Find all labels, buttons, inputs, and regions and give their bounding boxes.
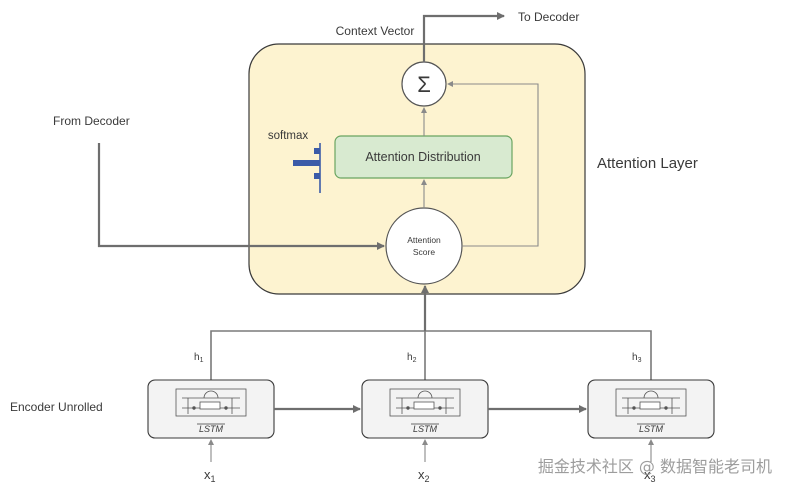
from-decoder-arrow [97,143,385,250]
lstm-schematic-icon [175,388,247,417]
lstm-label-3: LSTM [639,424,664,434]
attention-score-node: Attention Score [385,207,463,285]
context-vector-label: Context Vector [336,24,415,38]
score-to-sum-loop-arrow [447,81,539,247]
lstm-label-2: LSTM [413,424,438,434]
attention-score-label-line2: Score [413,247,435,257]
lstm-label-1: LSTM [199,424,224,434]
input-label-1: x1 [204,467,216,484]
sum-node: Σ [401,61,447,107]
sum-symbol: Σ [417,72,431,97]
hidden-state-label-1: h1 [194,352,204,364]
encoder-unrolled-label: Encoder Unrolled [10,400,103,414]
lstm-schematic-icon [389,388,461,417]
lstm-cell-1: LSTM [147,379,275,439]
lstm-cell-3: LSTM [587,379,715,439]
softmax-label: softmax [268,130,309,142]
attention-score-label-line1: Attention [407,235,441,245]
input-label-2: x2 [418,467,430,484]
watermark: 掘金技术社区 @ 数据智能老司机 [538,457,772,476]
to-decoder-label: To Decoder [518,10,579,24]
from-decoder-label: From Decoder [53,114,130,128]
input-label-3: x3 [644,467,656,484]
hidden-state-label-3: h3 [632,352,642,364]
attention-layer-label: Attention Layer [597,155,698,172]
hidden-state-bus [210,330,652,380]
lstm-cell-2: LSTM [361,379,489,439]
hidden-state-label-2: h2 [407,352,417,364]
softmax-icon [293,143,321,193]
context-to-decoder-arrow [422,12,505,62]
attention-distribution-label: Attention Distribution [365,150,480,164]
lstm-schematic-icon [615,388,687,417]
attention-distribution-box: Attention Distribution [334,135,513,179]
